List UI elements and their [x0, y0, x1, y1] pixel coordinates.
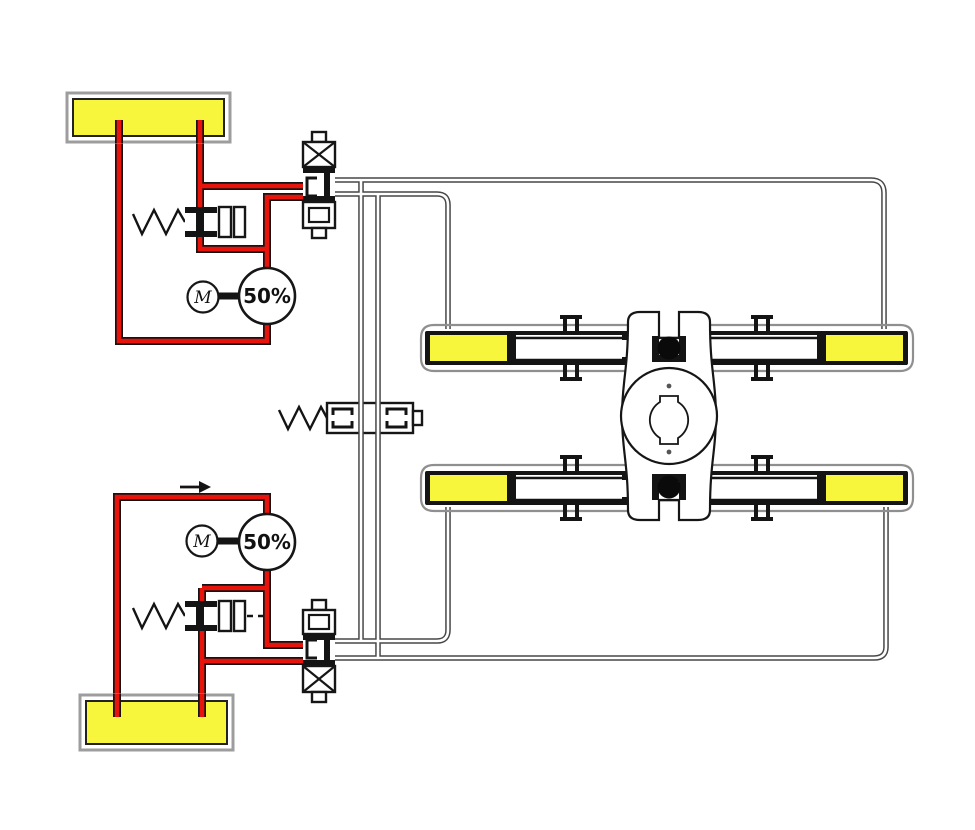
relief-valve-top	[131, 205, 247, 239]
cylinder-top-right	[700, 315, 915, 381]
reservoir-top	[65, 91, 232, 144]
cylinder-fluid	[427, 473, 509, 503]
center-valve-spring-icon	[277, 404, 329, 432]
center-valve-bracket	[331, 407, 354, 415]
articulation-joint	[619, 310, 719, 522]
cylinder-bottom-left	[419, 455, 630, 521]
pipe-bottom-to-left-cylinder	[335, 507, 451, 644]
cylinder-fluid	[427, 333, 509, 363]
motor-label: M	[193, 288, 212, 308]
motor-pump-shaft	[218, 292, 240, 300]
mount-flange	[560, 455, 582, 521]
hub-dot	[666, 383, 672, 389]
cylinder-top-left	[419, 315, 630, 381]
pivot-pin-icon	[657, 475, 681, 499]
control-valve-bottom	[301, 598, 337, 704]
piston	[817, 471, 826, 505]
piston	[507, 471, 516, 505]
mount-flange	[560, 315, 582, 381]
cylinder-bottom-right	[700, 455, 915, 521]
control-valve-top	[301, 130, 337, 240]
cylinder-fluid	[824, 333, 906, 363]
pump-capacity-label: 50%	[243, 284, 291, 308]
valve-tab	[310, 226, 328, 240]
center-valve-detail	[277, 404, 408, 432]
pivot-pin-icon	[657, 336, 681, 360]
reservoir-bottom	[78, 693, 235, 752]
valve-port-bracket	[305, 176, 317, 198]
relief-valve-bottom	[131, 599, 267, 633]
suction-pipe	[116, 120, 203, 143]
center-valve-bracket	[385, 407, 408, 415]
valve-port-bracket	[305, 638, 317, 660]
pipe-bottom-long-run	[335, 507, 889, 661]
cylinder-casing	[419, 323, 630, 373]
pipe-top-long-run	[335, 177, 887, 329]
hub-bore	[648, 395, 690, 445]
cylinder-casing	[419, 463, 630, 513]
spring-icon	[131, 601, 187, 631]
pipe-top-to-left-cylinder	[335, 191, 451, 329]
center-valve-bracket	[331, 421, 354, 429]
cylinder-casing	[700, 463, 915, 513]
pipe-network	[335, 177, 889, 661]
valve-tab	[310, 690, 328, 704]
pump-unit-top: M 50%	[186, 266, 297, 326]
spring-icon	[131, 207, 187, 237]
center-valve-bracket	[385, 421, 408, 429]
motor-pump-shaft	[217, 537, 240, 545]
flow-arrow-icon	[180, 481, 211, 493]
piston	[817, 331, 826, 365]
cylinder-fluid	[824, 473, 906, 503]
motor-label: M	[192, 532, 211, 552]
motor-icon	[185, 524, 219, 558]
center-valve-nub	[411, 409, 424, 427]
valve-tab	[310, 598, 328, 612]
piston	[507, 331, 516, 365]
pump-unit-bottom: M 50%	[185, 512, 297, 572]
cylinder-casing	[700, 323, 915, 373]
pump-icon	[237, 266, 297, 326]
suction-pipe	[114, 694, 205, 717]
pump-icon	[237, 512, 297, 572]
pump-capacity-label: 50%	[243, 530, 291, 554]
mount-flange	[751, 315, 773, 381]
valve-tab	[310, 130, 328, 144]
mount-flange	[751, 455, 773, 521]
motor-icon	[186, 280, 220, 314]
hub-dot	[666, 449, 672, 455]
